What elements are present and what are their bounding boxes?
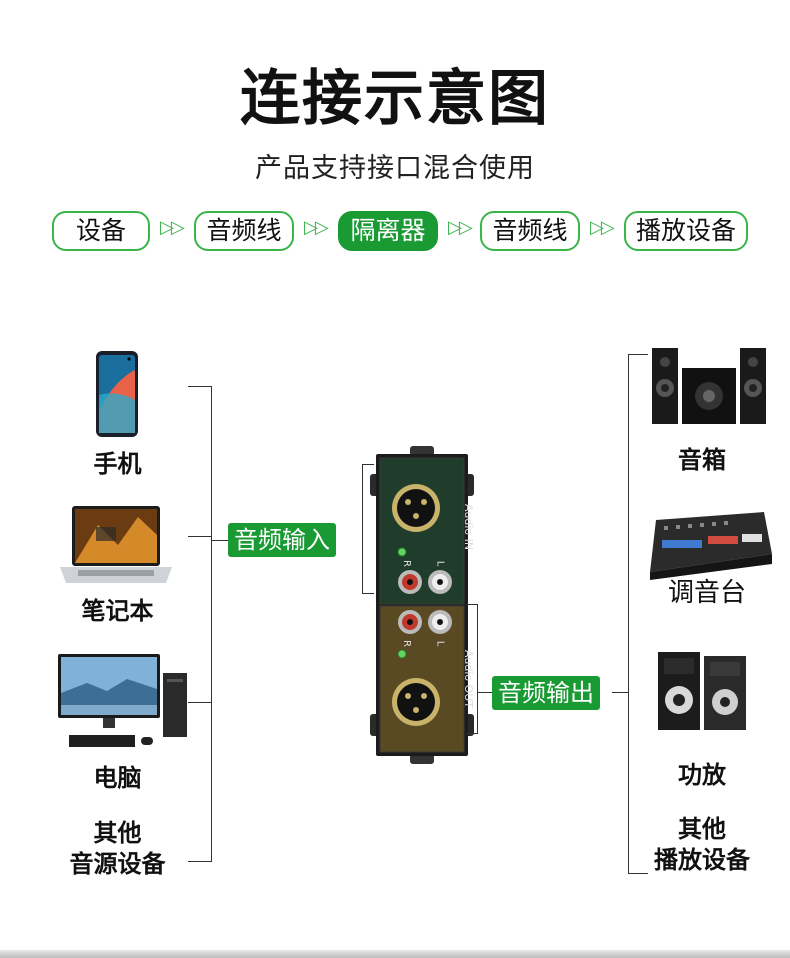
source-connector (212, 540, 228, 541)
audio-input-tag: 音频输入 (228, 523, 336, 557)
output-bracket (466, 604, 478, 734)
flow-step-cable-1: 音频线 (194, 211, 294, 251)
flow-step-isolator: 隔离器 (338, 211, 438, 251)
output-label-amplifier: 功放 (678, 761, 726, 789)
input-bracket (362, 464, 374, 594)
source-tick (188, 702, 212, 703)
audio-isolator-device (370, 446, 474, 764)
bottom-divider (0, 950, 790, 958)
device-r-out-label: R (400, 640, 412, 647)
source-label-laptop: 笔记本 (81, 597, 154, 625)
device-r-in-label: R (400, 560, 412, 567)
flow-arrow-icon: ▷▷ (448, 217, 473, 238)
output-connector (478, 692, 492, 693)
flow-row: 设备 ▷▷ 音频线 ▷▷ 隔离器 ▷▷ 音频线 ▷▷ 播放设备 (0, 211, 790, 251)
source-bracket (188, 386, 212, 862)
phone-icon (96, 351, 138, 437)
device-l-in-label: L (434, 560, 446, 567)
flow-arrow-icon: ▷▷ (160, 217, 185, 238)
device-audio-in-label: Audio IN (462, 503, 475, 551)
flow-step-device: 设备 (52, 211, 150, 251)
output-label-other-1: 其他 (678, 815, 726, 843)
audio-output-tag: 音频输出 (492, 676, 600, 710)
source-tick (188, 536, 212, 537)
page-subtitle: 产品支持接口混合使用 (255, 153, 535, 184)
device-l-out-label: L (434, 640, 446, 647)
amplifier-speaker-icon (658, 652, 746, 730)
mixer-console-icon (650, 512, 772, 580)
speaker-system-icon (652, 348, 766, 424)
output-label-other-2: 播放设备 (654, 846, 750, 874)
output-device-connector (612, 692, 628, 693)
flow-step-playback: 播放设备 (624, 211, 748, 251)
desktop-computer-icon (58, 654, 187, 747)
output-label-speakers: 音箱 (678, 446, 726, 474)
flow-arrow-icon: ▷▷ (304, 217, 329, 238)
page-title: 连接示意图 (240, 64, 550, 134)
flow-step-cable-2: 音频线 (480, 211, 580, 251)
source-label-phone: 手机 (93, 450, 142, 478)
output-device-bracket (628, 354, 648, 874)
flow-arrow-icon: ▷▷ (590, 217, 615, 238)
source-label-desktop: 电脑 (93, 764, 142, 792)
laptop-icon (60, 506, 172, 583)
source-label-other-2: 音源设备 (69, 850, 166, 878)
source-label-other-1: 其他 (93, 819, 142, 847)
output-label-mixer: 调音台 (667, 578, 746, 608)
